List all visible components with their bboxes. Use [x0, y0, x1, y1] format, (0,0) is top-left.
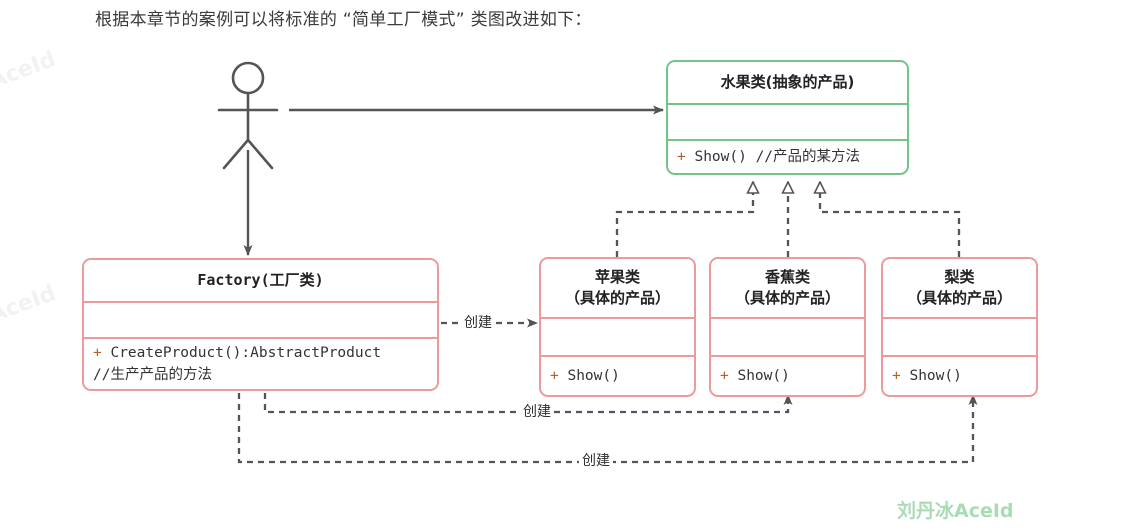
visibility-marker: + [93, 345, 102, 361]
class-attributes-section [84, 301, 437, 337]
visibility-marker: + [720, 368, 729, 384]
class-operations-section: + CreateProduct():AbstractProduct //生产产品… [84, 337, 437, 389]
class-box-abstract-product[interactable]: 水果类(抽象的产品) + Show() //产品的某方法 [666, 60, 909, 175]
actor-head [231, 61, 265, 95]
class-name-abstract-product: 水果类(抽象的产品) [720, 73, 855, 91]
watermark-brand: 刘丹冰AceId [897, 500, 1014, 522]
class-operations-section: + Show() [883, 355, 1036, 395]
edge-label-create-banana: 创建 [520, 404, 554, 420]
class-attributes-section [668, 103, 907, 139]
class-operations-section: + Show() [541, 355, 694, 395]
class-title-section: 香蕉类 （具体的产品） [711, 259, 864, 317]
actor-leg-right [246, 138, 274, 170]
operation-show-apple: + Show() [550, 365, 620, 387]
actor-leg-left [222, 138, 250, 170]
class-box-pear[interactable]: 梨类 （具体的产品） + Show() [881, 257, 1038, 397]
edge-apple-realizes-abstract [615, 182, 753, 257]
class-name-banana-line1: 香蕉类 [764, 268, 810, 286]
class-name-factory: Factory(工厂类) [197, 271, 324, 289]
class-box-factory[interactable]: Factory(工厂类) + CreateProduct():AbstractP… [82, 258, 439, 391]
operation-signature: Show() //产品的某方法 [685, 149, 861, 165]
class-attributes-section [883, 317, 1036, 355]
edge-pear-realizes-abstract [820, 182, 961, 257]
class-box-apple[interactable]: 苹果类 （具体的产品） + Show() [539, 257, 696, 397]
class-title-section: 水果类(抽象的产品) [668, 62, 907, 103]
edge-label-create-pear: 创建 [579, 453, 613, 469]
class-attributes-section [711, 317, 864, 355]
operation-signature: Show() [900, 368, 962, 384]
operation-show-abstract: + Show() //产品的某方法 [677, 146, 860, 168]
operation-show-banana: + Show() [720, 365, 790, 387]
visibility-marker: + [892, 368, 901, 384]
class-title-section: 苹果类 （具体的产品） [541, 259, 694, 317]
visibility-marker: + [550, 368, 559, 384]
class-attributes-section [541, 317, 694, 355]
class-name-apple-line1: 苹果类 [594, 268, 640, 286]
class-name-apple-line2: （具体的产品） [564, 289, 670, 307]
class-operations-section: + Show() //产品的某方法 [668, 139, 907, 173]
operation-signature: Show() [728, 368, 790, 384]
class-operations-section: + Show() [711, 355, 864, 395]
page-caption: 根据本章节的案例可以将标准的 “简单工厂模式” 类图改进如下： [95, 10, 592, 30]
class-name-pear-line2: （具体的产品） [906, 289, 1012, 307]
operation-comment: //生产产品的方法 [93, 367, 212, 383]
class-title-section: 梨类 （具体的产品） [883, 259, 1036, 317]
class-title-section: Factory(工厂类) [84, 260, 437, 301]
edge-factory-creates-pear [237, 393, 978, 464]
operation-signature: Show() [558, 368, 620, 384]
operation-show-pear: + Show() [892, 365, 962, 387]
edge-label-create-apple: 创建 [461, 315, 495, 331]
actor-stick-figure [217, 61, 279, 170]
class-name-banana-line2: （具体的产品） [734, 289, 840, 307]
class-name-pear-line1: 梨类 [944, 268, 975, 286]
operation-createproduct: + CreateProduct():AbstractProduct [93, 342, 381, 364]
operation-signature: CreateProduct():AbstractProduct [101, 345, 382, 361]
visibility-marker: + [677, 149, 686, 165]
class-box-banana[interactable]: 香蕉类 （具体的产品） + Show() [709, 257, 866, 397]
